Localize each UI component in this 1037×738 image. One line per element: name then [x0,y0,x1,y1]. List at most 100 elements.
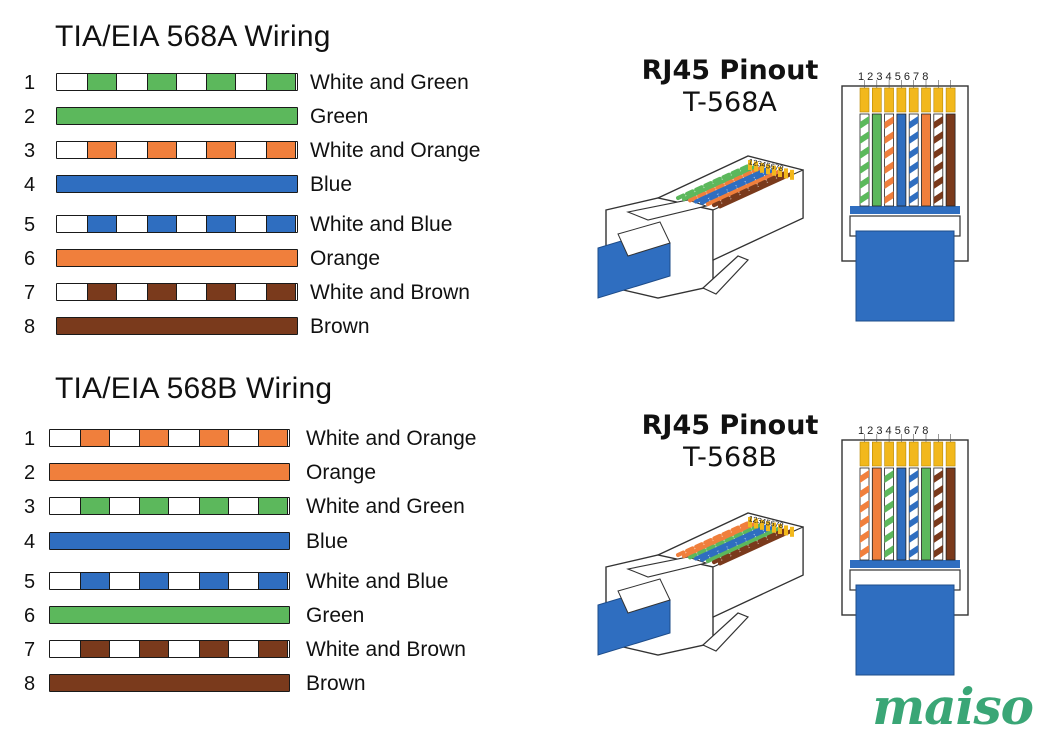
pin-number: 1 [24,428,36,450]
front-wire [908,113,919,207]
plug-gold-pin [748,160,752,170]
plug-gold-pin [778,524,782,534]
pin-number: 8 [24,673,36,695]
front-wire-stripe [909,515,919,528]
front-wire-stripe [884,530,894,543]
front-wire-stripe [884,176,894,189]
front-wire-stripe [860,161,869,174]
front-wire-stripe [884,116,894,129]
striped-wire-bar [56,283,298,301]
front-wire [871,467,882,561]
wire-label: Blue [310,173,353,196]
maiso-watermark-logo: maiso [872,677,1034,736]
pin-number: 4 [24,531,36,553]
front-wire-stripe [933,530,943,543]
front-wire-stripe [909,530,919,543]
plug-window [626,199,708,221]
front-wire-stripe [884,131,894,144]
wire-label: Blue [306,530,349,553]
wire-stripe [86,74,117,90]
front-wire-stripe [860,131,869,144]
wire-stripe [198,430,229,446]
front-wire-stripe [884,545,894,558]
pinout-title-568a: RJ45 Pinout T-568A [620,55,840,119]
front-wire-stripe [884,191,894,204]
wire-stripe [206,142,237,158]
wire-row: 4 Blue [0,173,520,197]
pinout-title-568b-line1: RJ45 Pinout [641,410,819,441]
pin-number: 1 [24,72,36,94]
wire-stripe [146,74,177,90]
pin-number: 3 [24,140,36,162]
front-wire [945,467,956,561]
wire-label: Green [306,604,365,627]
pin-number: 7 [24,282,36,304]
wire-row: 6 Green [0,604,520,628]
gold-contact [908,87,919,113]
wire-stripe [266,142,296,158]
front-wire [921,467,931,561]
pinout-title-568a-line2: T-568A [683,87,777,118]
front-wire-stripe [909,176,919,189]
plug-wire [688,166,762,203]
wire-stripe [146,284,177,300]
wire-stripe [206,216,237,232]
pin-number: 4 [24,174,36,196]
wire-stripe [139,430,169,446]
front-wire-stripe [909,146,919,159]
wire-label: White and Brown [310,281,470,304]
wire-label: White and Blue [310,213,453,236]
front-wire-stripe [860,545,869,558]
front-wire [859,467,870,561]
plug-gold-pin [760,162,764,173]
plug-gold-pin [754,518,758,529]
section-title-568a: TIA/EIA 568A Wiring [55,20,331,53]
front-wire-stripe [933,146,943,159]
front-wire-stripe [884,146,894,159]
solid-wire-bar [56,175,298,193]
wire-stripe [139,641,169,657]
plug-wire [712,528,786,565]
plug-gold-pin [772,165,776,176]
wire-stripe [258,573,288,589]
gold-contact [859,441,870,467]
wire-label: Orange [306,461,377,484]
wire-stripe [79,573,110,589]
wire-stripe [258,430,288,446]
wire-stripe [266,74,296,90]
front-wire-stripe [884,470,894,483]
plug-wire [676,164,750,200]
wire-label: Brown [310,315,370,338]
pinout-title-568b: RJ45 Pinout T-568B [620,410,840,474]
wire-stripe [266,284,296,300]
plug-gold-pin [784,168,788,179]
pin-number: 6 [24,605,36,627]
plug-wire [682,522,756,559]
gold-contact [884,441,894,467]
front-wire [908,467,919,561]
front-wire-stripe [933,545,943,558]
plug-gold-pin [766,164,770,175]
cable-jacket [855,230,955,322]
wire-stripe [198,641,229,657]
solid-wire-bar [49,532,290,550]
solid-wire-bar [56,107,298,125]
wire-label: Green [310,105,369,128]
front-wire [896,113,907,207]
front-wire-stripe [933,485,943,498]
plug-window [626,556,708,578]
plug-gold-pin [772,522,776,533]
rj45-plug-568b-illustration: 12345678 [597,512,804,656]
striped-wire-bar [49,497,290,515]
rj45-front-view-568b: 1 2 3 4 5 6 7 8 [841,425,969,676]
pinout-title-568a-line1: RJ45 Pinout [641,55,819,86]
front-wire [933,113,944,207]
cable-jacket-top [850,206,960,214]
wire-stripe [198,498,229,514]
